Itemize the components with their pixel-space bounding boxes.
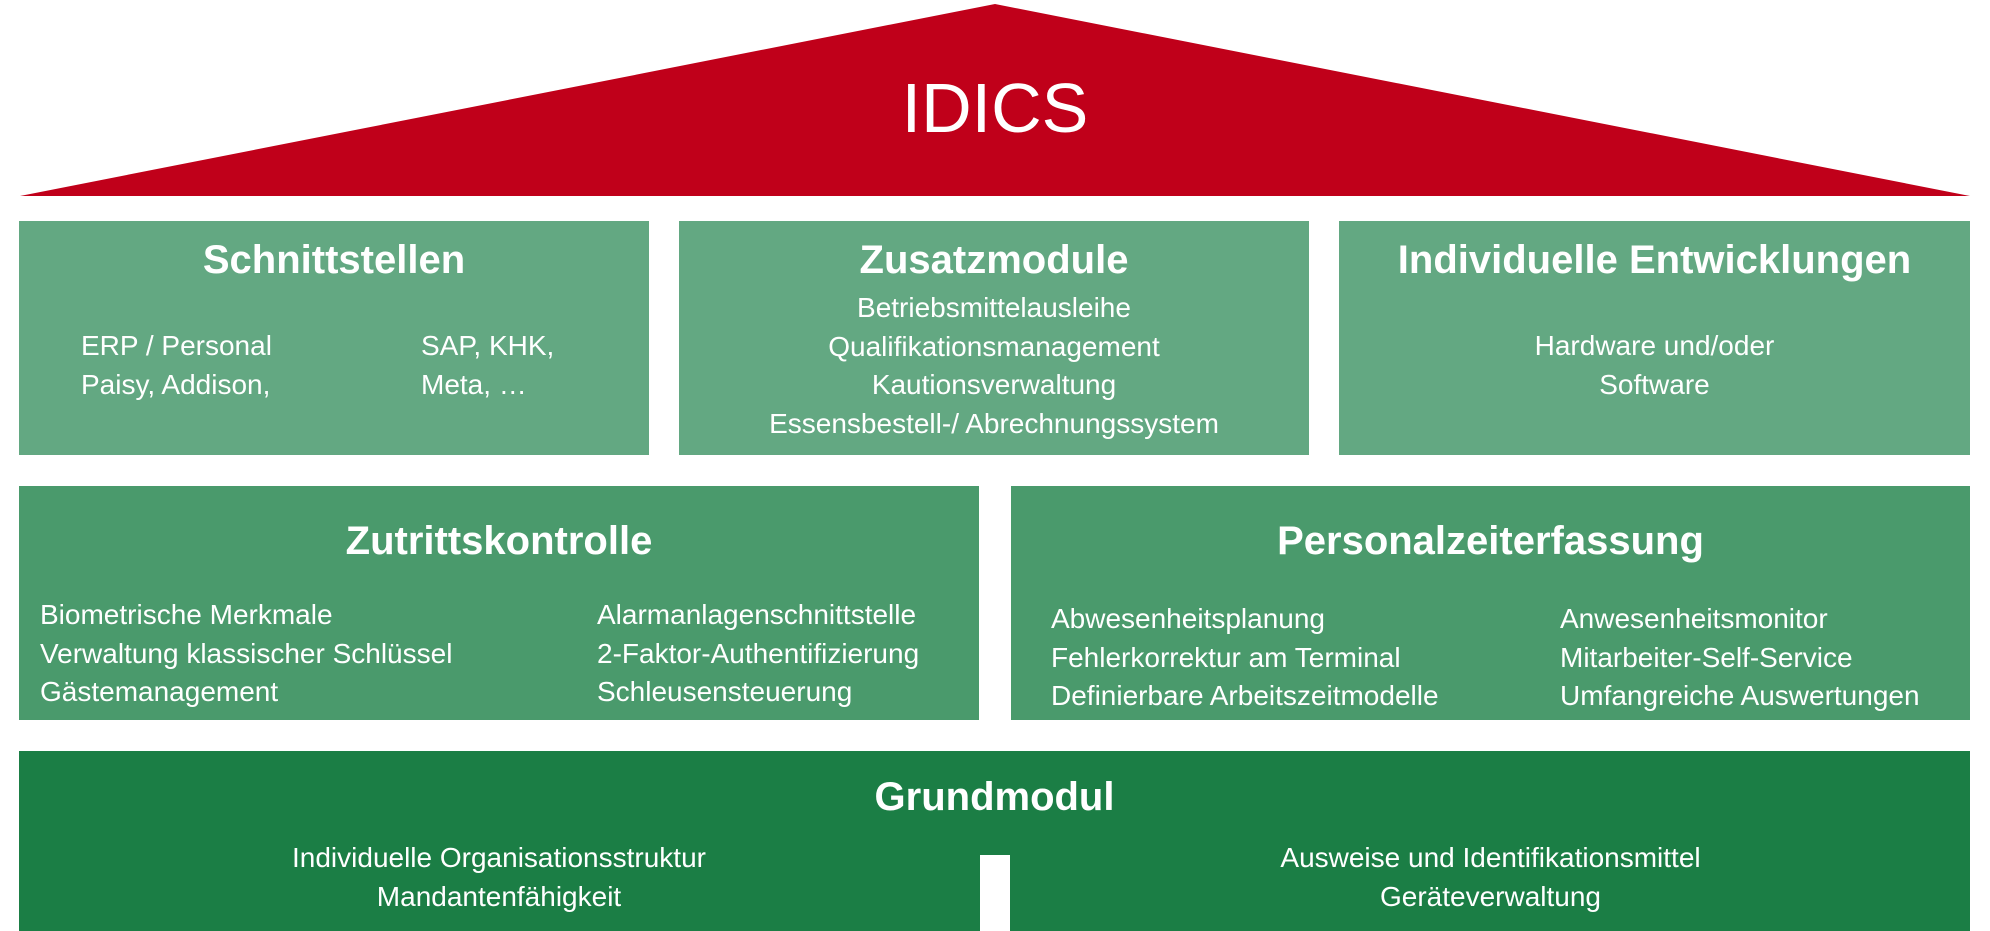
list-item: ERP / Personal [81, 330, 272, 361]
schnittstellen-title: Schnittstellen [202, 238, 466, 282]
list-item: Gästemanagement [40, 676, 279, 707]
list-item: Qualifikationsmanagement [828, 330, 1160, 362]
zutrittskontrolle-left-list: Biometrische Merkmale Verwaltung klassis… [40, 596, 452, 712]
list-item: Individuelle Organisationsstruktur [292, 842, 706, 873]
list-item: Abwesenheitsplanung [1051, 603, 1325, 634]
individuelle-entwicklungen-box: Individuelle Entwicklungen Hardware und/… [1339, 221, 1970, 455]
list-item: Alarmanlagenschnittstelle [597, 599, 917, 630]
grundmodul-box: Grundmodul Individuelle Organisationsstr… [19, 751, 1970, 931]
list-item: Verwaltung klassischer Schlüssel [40, 637, 453, 669]
personalzeiterfassung-left-list: Abwesenheitsplanung Fehlerkorrektur am T… [1051, 600, 1439, 716]
list-item: Meta, … [421, 368, 527, 400]
schnittstellen-right-list: SAP, KHK, Meta, … [421, 327, 554, 404]
schnittstellen-box: Schnittstellen ERP / Personal Paisy, Add… [19, 221, 649, 455]
roof-triangle [20, 4, 1970, 196]
list-item: Umfangreiche Auswertungen [1560, 680, 1920, 711]
list-item: Betriebsmittelausleihe [857, 292, 1131, 323]
list-item: Kautionsverwaltung [871, 369, 1117, 400]
list-item: 2-Faktor-Authentifizierung [597, 637, 920, 669]
zusatzmodule-title: Zusatzmodule [859, 238, 1129, 282]
personalzeiterfassung-title: Personalzeiterfassung [1277, 519, 1704, 563]
list-item: Biometrische Merkmale [40, 599, 333, 630]
list-item: Software [1599, 368, 1710, 400]
schnittstellen-left-list: ERP / Personal Paisy, Addison, [81, 327, 272, 404]
list-item: SAP, KHK, [421, 330, 555, 361]
roof [20, 4, 1970, 196]
base-center-notch [980, 855, 1010, 931]
list-item: Ausweise und Identifikationsmittel [1280, 842, 1701, 873]
individuelle-entwicklungen-list: Hardware und/oder Software [1339, 327, 1970, 404]
grundmodul-title: Grundmodul [874, 775, 1115, 819]
list-item: Hardware und/oder [1534, 330, 1775, 361]
list-item: Essensbestell-/ Abrechnungssystem [769, 407, 1219, 439]
list-item: Mitarbeiter-Self-Service [1560, 641, 1853, 673]
list-item: Anwesenheitsmonitor [1560, 603, 1828, 634]
grundmodul-right-list: Ausweise und Identifikationsmittel Gerät… [1011, 839, 1970, 916]
zutrittskontrolle-title: Zutrittskontrolle [345, 519, 653, 563]
roof-title: IDICS [901, 69, 1089, 147]
zusatzmodule-list: Betriebsmittelausleihe Qualifikationsman… [679, 289, 1309, 443]
personalzeiterfassung-box: Personalzeiterfassung Abwesenheitsplanun… [1011, 486, 1970, 720]
individuelle-entwicklungen-title: Individuelle Entwicklungen [1397, 238, 1912, 282]
list-item: Paisy, Addison, [81, 368, 271, 400]
zusatzmodule-box: Zusatzmodule Betriebsmittelausleihe Qual… [679, 221, 1309, 455]
list-item: Schleusensteuerung [597, 676, 853, 707]
list-item: Mandantenfähigkeit [376, 880, 622, 912]
zutrittskontrolle-box: Zutrittskontrolle Biometrische Merkmale … [19, 486, 979, 720]
list-item: Fehlerkorrektur am Terminal [1051, 641, 1401, 673]
list-item: Geräteverwaltung [1379, 880, 1601, 912]
personalzeiterfassung-right-list: Anwesenheitsmonitor Mitarbeiter-Self-Ser… [1560, 600, 1920, 716]
grundmodul-left-list: Individuelle Organisationsstruktur Manda… [19, 839, 979, 916]
zutrittskontrolle-right-list: Alarmanlagenschnittstelle 2-Faktor-Authe… [597, 596, 919, 712]
list-item: Definierbare Arbeitszeitmodelle [1051, 680, 1439, 711]
